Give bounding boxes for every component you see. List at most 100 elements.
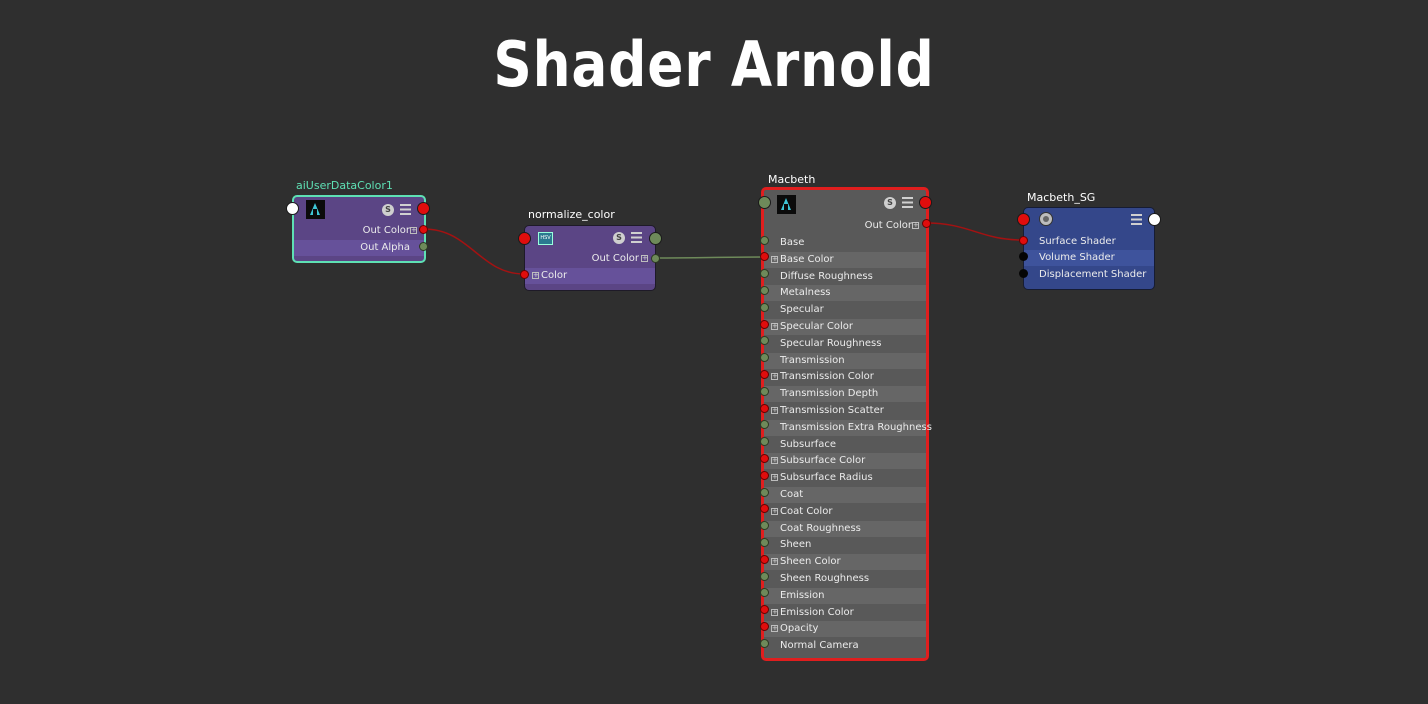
s-badge-icon[interactable]: S — [884, 197, 896, 209]
macbeth-input-transmission-color: Transmission Color — [780, 371, 874, 383]
macbeth-plug-transmission-scatter[interactable] — [760, 403, 769, 413]
expand-icon[interactable]: + — [912, 221, 919, 229]
output-plug-large[interactable] — [649, 232, 662, 245]
expand-icon[interactable]: + — [771, 372, 778, 381]
input-plug-large[interactable] — [758, 196, 771, 209]
macbeth-input-coat-color: Coat Color — [780, 505, 833, 517]
macbeth-input-normal-camera: Normal Camera — [780, 640, 859, 652]
macbeth-input-diffuse-roughness: Diffuse Roughness — [780, 270, 873, 282]
macbeth-plug-coat-color[interactable] — [760, 504, 769, 514]
list-icon[interactable] — [902, 197, 913, 208]
macbeth-input-transmission-depth: Transmission Depth — [764, 386, 926, 403]
input-plug-large[interactable] — [1017, 213, 1030, 226]
expand-icon[interactable]: + — [771, 322, 778, 330]
macbeth-plug-sheen-roughness[interactable] — [760, 571, 769, 581]
macbeth-plug-transmission[interactable] — [760, 353, 769, 363]
macbeth-plug-emission[interactable] — [760, 588, 769, 598]
color-input-plug[interactable] — [520, 270, 529, 279]
expand-icon[interactable]: + — [771, 506, 778, 515]
ai-user-data-node[interactable]: S Out Color + Out Alpha — [292, 195, 426, 263]
macbeth-plug-subsurface-color[interactable] — [760, 453, 769, 463]
macbeth-input-subsurface-radius: Subsurface Radius — [780, 472, 873, 484]
macbeth-plug-normal-camera[interactable] — [760, 638, 769, 648]
macbeth-plug-transmission-extra-roughness[interactable] — [760, 420, 769, 430]
macbeth-input-specular-roughness: Specular Roughness — [780, 337, 882, 349]
input-color: Color — [525, 268, 655, 284]
macbeth-input-metalness: Metalness — [764, 285, 926, 302]
macbeth-input-subsurface: Subsurface — [780, 438, 836, 450]
macbeth-sg-node[interactable]: Surface Shader Volume Shader Displacemen… — [1023, 207, 1155, 290]
macbeth-input-transmission: Transmission — [764, 352, 926, 369]
expand-icon[interactable]: + — [771, 607, 778, 616]
macbeth-input-sheen: Sheen — [780, 539, 812, 551]
input-displacement-shader: Displacement Shader — [1039, 269, 1147, 280]
macbeth-plug-coat[interactable] — [760, 487, 769, 497]
hsv-icon: HSV — [538, 232, 553, 245]
out-alpha-plug[interactable] — [419, 242, 428, 251]
expand-icon[interactable]: + — [771, 557, 778, 566]
expand-icon[interactable]: + — [771, 624, 778, 633]
input-surface-shader: Surface Shader — [1039, 236, 1116, 247]
surface-shader-plug[interactable] — [1019, 236, 1028, 245]
macbeth-plug-subsurface-radius[interactable] — [760, 470, 769, 480]
macbeth-input-transmission-extra-roughness: Transmission Extra Roughness — [764, 419, 932, 436]
macbeth-input-base-color: Base Color — [764, 251, 926, 268]
volume-shader-plug[interactable] — [1019, 252, 1028, 261]
normalize-node-name: normalize_color — [528, 208, 615, 221]
arnold-icon — [306, 200, 325, 219]
macbeth-plug-specular-color[interactable] — [760, 319, 769, 329]
normalize-node[interactable]: HSV S Out Color + Color + — [524, 225, 656, 291]
expand-icon[interactable]: + — [410, 226, 417, 234]
macbeth-input-opacity: Opacity — [764, 621, 926, 638]
output-out-color: Out Color — [864, 220, 912, 231]
macbeth-input-coat-roughness: Coat Roughness — [764, 520, 926, 537]
macbeth-plug-transmission-depth[interactable] — [760, 386, 769, 396]
macbeth-input-specular-color: Specular Color — [764, 319, 926, 335]
macbeth-plug-base[interactable] — [760, 235, 769, 245]
wire-user-data-to-normalize[interactable] — [423, 228, 525, 275]
out-color-plug[interactable] — [651, 254, 660, 263]
macbeth-plug-emission-color[interactable] — [760, 605, 769, 615]
list-icon[interactable] — [1131, 214, 1142, 225]
output-plug-large[interactable] — [417, 202, 430, 215]
s-badge-icon[interactable]: S — [613, 232, 625, 244]
list-icon[interactable] — [400, 204, 411, 215]
macbeth-input-emission: Emission — [764, 587, 926, 604]
macbeth-plug-metalness[interactable] — [760, 285, 769, 295]
macbeth-input-emission-color: Emission Color — [780, 606, 854, 618]
macbeth-plug-coat-roughness[interactable] — [760, 521, 769, 531]
expand-icon[interactable]: + — [771, 406, 778, 414]
out-color-plug[interactable] — [419, 225, 428, 234]
macbeth-plug-subsurface[interactable] — [760, 437, 769, 447]
list-icon[interactable] — [631, 232, 642, 243]
expand-icon[interactable]: + — [771, 473, 778, 482]
expand-icon[interactable]: + — [641, 254, 648, 262]
output-plug-large[interactable] — [919, 196, 932, 209]
input-plug-white[interactable] — [286, 202, 299, 215]
macbeth-plug-diffuse-roughness[interactable] — [760, 269, 769, 279]
expand-icon[interactable]: + — [771, 456, 778, 465]
page-title: Shader Arnold — [493, 28, 935, 101]
wire-normalize-to-macbeth[interactable] — [654, 256, 765, 259]
macbeth-node-name: Macbeth — [768, 173, 816, 186]
displacement-shader-plug[interactable] — [1019, 269, 1028, 278]
s-badge-icon[interactable]: S — [382, 204, 394, 216]
expand-icon[interactable]: + — [771, 254, 778, 263]
macbeth-plug-sheen[interactable] — [760, 537, 769, 547]
output-plug-white[interactable] — [1148, 213, 1161, 226]
macbeth-input-base: Base — [780, 237, 805, 248]
macbeth-plug-sheen-color[interactable] — [760, 554, 769, 564]
macbeth-plug-transmission-color[interactable] — [760, 369, 769, 379]
macbeth-plug-opacity[interactable] — [760, 621, 769, 631]
output-out-color: Out Color — [362, 225, 410, 236]
out-color-plug[interactable] — [922, 219, 931, 228]
macbeth-input-coat: Coat — [764, 487, 926, 503]
input-plug-large[interactable] — [518, 232, 531, 245]
macbeth-plug-specular-roughness[interactable] — [760, 336, 769, 346]
macbeth-plug-specular[interactable] — [760, 302, 769, 312]
wire-macbeth-to-sg[interactable] — [925, 222, 1024, 241]
macbeth-plug-base-color[interactable] — [760, 252, 769, 262]
shading-group-icon — [1039, 212, 1053, 226]
expand-icon[interactable]: + — [532, 271, 539, 279]
